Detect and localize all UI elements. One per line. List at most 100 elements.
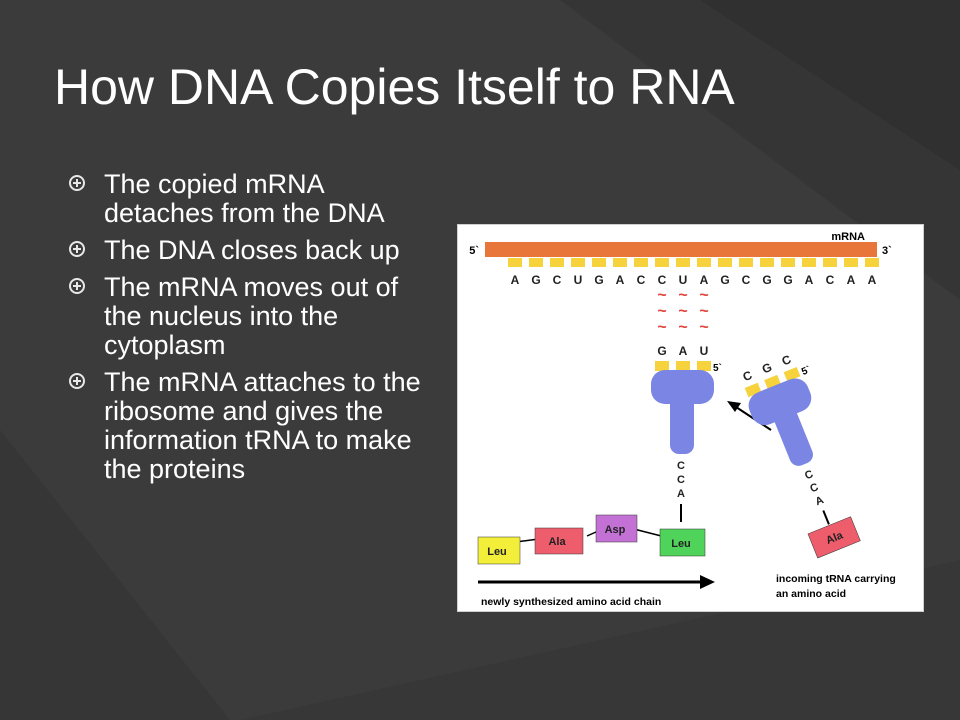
mrna-base: A: [847, 273, 856, 287]
mrna-base: A: [700, 273, 709, 287]
amino-acid-leu: [477, 536, 521, 565]
bound-trna: G A U 5` C C A: [651, 344, 722, 522]
mrna-base: A: [868, 273, 877, 287]
bullet-item: The DNA closes back up: [66, 236, 426, 265]
amino-acid-chain: Leu Ala Asp Leu: [477, 514, 706, 565]
mrna-base-tab: [844, 258, 858, 267]
amino-acid-ala-incoming: [807, 516, 861, 559]
trna-stem-base: C: [677, 460, 685, 472]
bullet-item: The mRNA moves out of the nucleus into t…: [66, 273, 426, 360]
anticodon-tab: [676, 361, 690, 371]
codon-anticodon-pairing: ~~~~~~~~~: [657, 287, 708, 336]
mrna-base: C: [826, 273, 835, 287]
pairing-mark: ~: [699, 303, 708, 320]
pairing-mark: ~: [657, 319, 666, 336]
mrna-base: A: [616, 273, 625, 287]
mrna-base: C: [637, 273, 646, 287]
mrna-base-tab: [697, 258, 711, 267]
slide-title: How DNA Copies Itself to RNA: [54, 59, 735, 115]
mrna-base: U: [574, 273, 583, 287]
pairing-mark: ~: [678, 287, 687, 304]
trna-stem-base: A: [814, 494, 826, 508]
trna-stem-base: C: [803, 468, 815, 482]
pairing-mark: ~: [678, 303, 687, 320]
trna-stem-base: C: [808, 481, 820, 495]
incoming-caption-line-2: an amino acid: [776, 588, 846, 600]
amino-acid-label: Ala: [548, 536, 566, 548]
bullet-list: The copied mRNA detaches from the DNA Th…: [66, 170, 426, 492]
mrna-3-prime-label: 3`: [882, 245, 892, 257]
bullet-text: The DNA closes back up: [104, 235, 400, 265]
chain-caption: newly synthesized amino acid chain: [481, 596, 661, 608]
mrna-base-tab: [592, 258, 606, 267]
trna-5-prime-label: 5`: [713, 363, 722, 374]
amino-acid-leu-bound: [659, 528, 706, 557]
mrna-base: U: [679, 273, 688, 287]
trna-stem-base: A: [677, 488, 685, 500]
mrna-base: C: [742, 273, 751, 287]
trna-stem: [670, 392, 694, 454]
mrna-base: A: [511, 273, 520, 287]
mrna-label: mRNA: [831, 231, 865, 243]
mrna-base: G: [531, 273, 540, 287]
circle-plus-bullet-icon: [69, 241, 85, 257]
mrna-base-tab: [781, 258, 795, 267]
amino-acid-asp: [595, 514, 638, 543]
trna-amino-bond: [822, 510, 830, 525]
mrna-base-tab: [508, 258, 522, 267]
anticodon-tab: [655, 361, 669, 371]
amino-acid-label: Leu: [487, 546, 507, 558]
circle-plus-bullet-icon: [69, 278, 85, 294]
amino-acid-label: Leu: [671, 538, 691, 550]
mrna-base: G: [762, 273, 771, 287]
mrna-base-tab: [865, 258, 879, 267]
amino-acid-label: Asp: [605, 524, 626, 536]
mrna-base-tab: [655, 258, 669, 267]
mrna-base-tab: [613, 258, 627, 267]
anticodon-tab: [783, 366, 801, 382]
mrna-base-tabs: [508, 258, 879, 267]
mrna-base-tab: [676, 258, 690, 267]
bullet-item: The mRNA attaches to the ribosome and gi…: [66, 368, 426, 484]
mrna-base: C: [553, 273, 562, 287]
pairing-mark: ~: [699, 319, 708, 336]
mrna-base: G: [720, 273, 729, 287]
circle-plus-bullet-icon: [69, 175, 85, 191]
mrna-base-tab: [529, 258, 543, 267]
anticodon-base: U: [700, 344, 709, 358]
mrna-base: G: [783, 273, 792, 287]
incoming-caption-line-1: incoming tRNA carrying: [776, 573, 896, 585]
mrna-base-tab: [634, 258, 648, 267]
circle-plus-bullet-icon: [69, 373, 85, 389]
anticodon-base: G: [657, 344, 666, 358]
anticodon-base: A: [679, 344, 688, 358]
mrna-base: G: [594, 273, 603, 287]
pairing-mark: ~: [699, 287, 708, 304]
mrna-base: A: [805, 273, 814, 287]
arrowhead-icon: [727, 401, 741, 412]
incoming-trna: C G C 5` C C A Ala: [741, 352, 861, 559]
arrowhead-icon: [700, 575, 715, 589]
mrna-base-tab: [571, 258, 585, 267]
trna-stem-base: C: [677, 474, 685, 486]
trna-stem: [772, 404, 813, 466]
bullet-text: The mRNA attaches to the ribosome and gi…: [104, 367, 421, 484]
mrna-base-tab: [739, 258, 753, 267]
anticodon-tab: [697, 361, 711, 371]
mrna-base-tab: [823, 258, 837, 267]
bullet-text: The copied mRNA detaches from the DNA: [104, 169, 385, 228]
mrna-base-tab: [718, 258, 732, 267]
pairing-mark: ~: [657, 287, 666, 304]
trna-arm: [651, 370, 714, 404]
pairing-mark: ~: [657, 303, 666, 320]
mrna-base-tab: [802, 258, 816, 267]
bullet-text: The mRNA moves out of the nucleus into t…: [104, 272, 399, 360]
mrna-5-prime-label: 5`: [469, 245, 479, 257]
bullet-item: The copied mRNA detaches from the DNA: [66, 170, 426, 228]
mrna-base: C: [658, 273, 667, 287]
trna-5-prime-label: 5`: [800, 364, 812, 378]
mrna-base-tab: [550, 258, 564, 267]
pairing-mark: ~: [678, 319, 687, 336]
